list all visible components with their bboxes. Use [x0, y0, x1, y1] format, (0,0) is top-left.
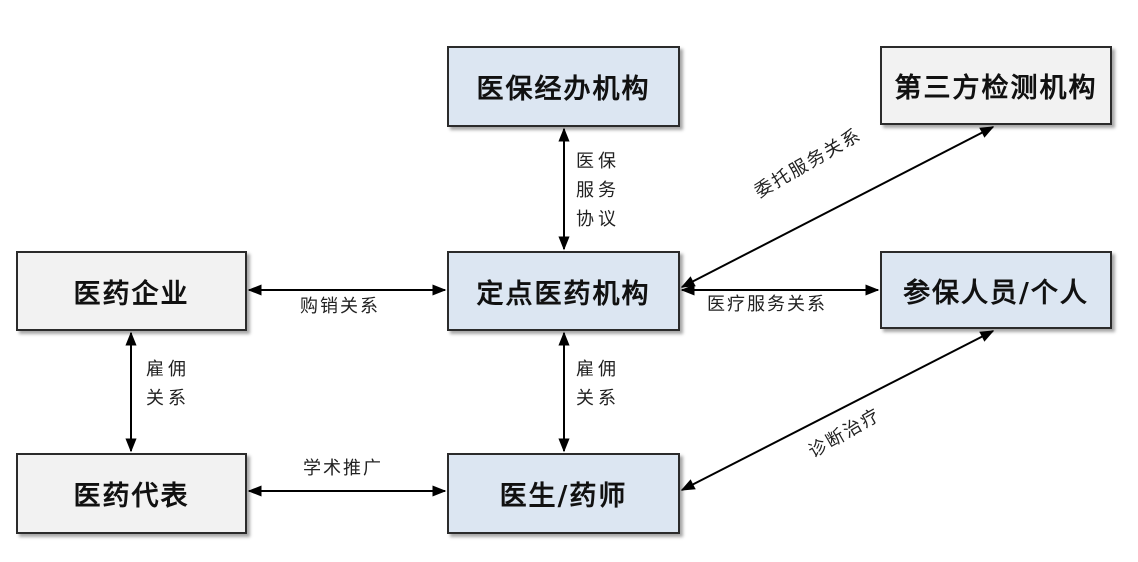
node-designated-institution: 定点医药机构 — [447, 251, 680, 331]
node-third-party-testing: 第三方检测机构 — [880, 46, 1112, 125]
label-insurance-protocol: 医保 服务 协议 — [576, 151, 620, 230]
node-pharma-rep: 医药代表 — [16, 453, 247, 534]
label-medical-service: 医疗服务关系 — [707, 294, 827, 315]
node-insured-person: 参保人员/个人 — [880, 251, 1112, 329]
node-pharma-company: 医药企业 — [16, 251, 247, 331]
node-doctor-pharmacist: 医生/药师 — [447, 453, 680, 534]
label-academic-promotion: 学术推广 — [303, 458, 383, 479]
arrow-designated-thirdparty — [680, 126, 995, 288]
label-purchase-sales: 购销关系 — [300, 296, 380, 317]
node-insurance-agency: 医保经办机构 — [447, 46, 680, 127]
arrow-doctor-insured — [680, 330, 995, 491]
label-employment-center: 雇佣 关系 — [576, 359, 620, 409]
label-employment-left: 雇佣 关系 — [146, 359, 190, 409]
